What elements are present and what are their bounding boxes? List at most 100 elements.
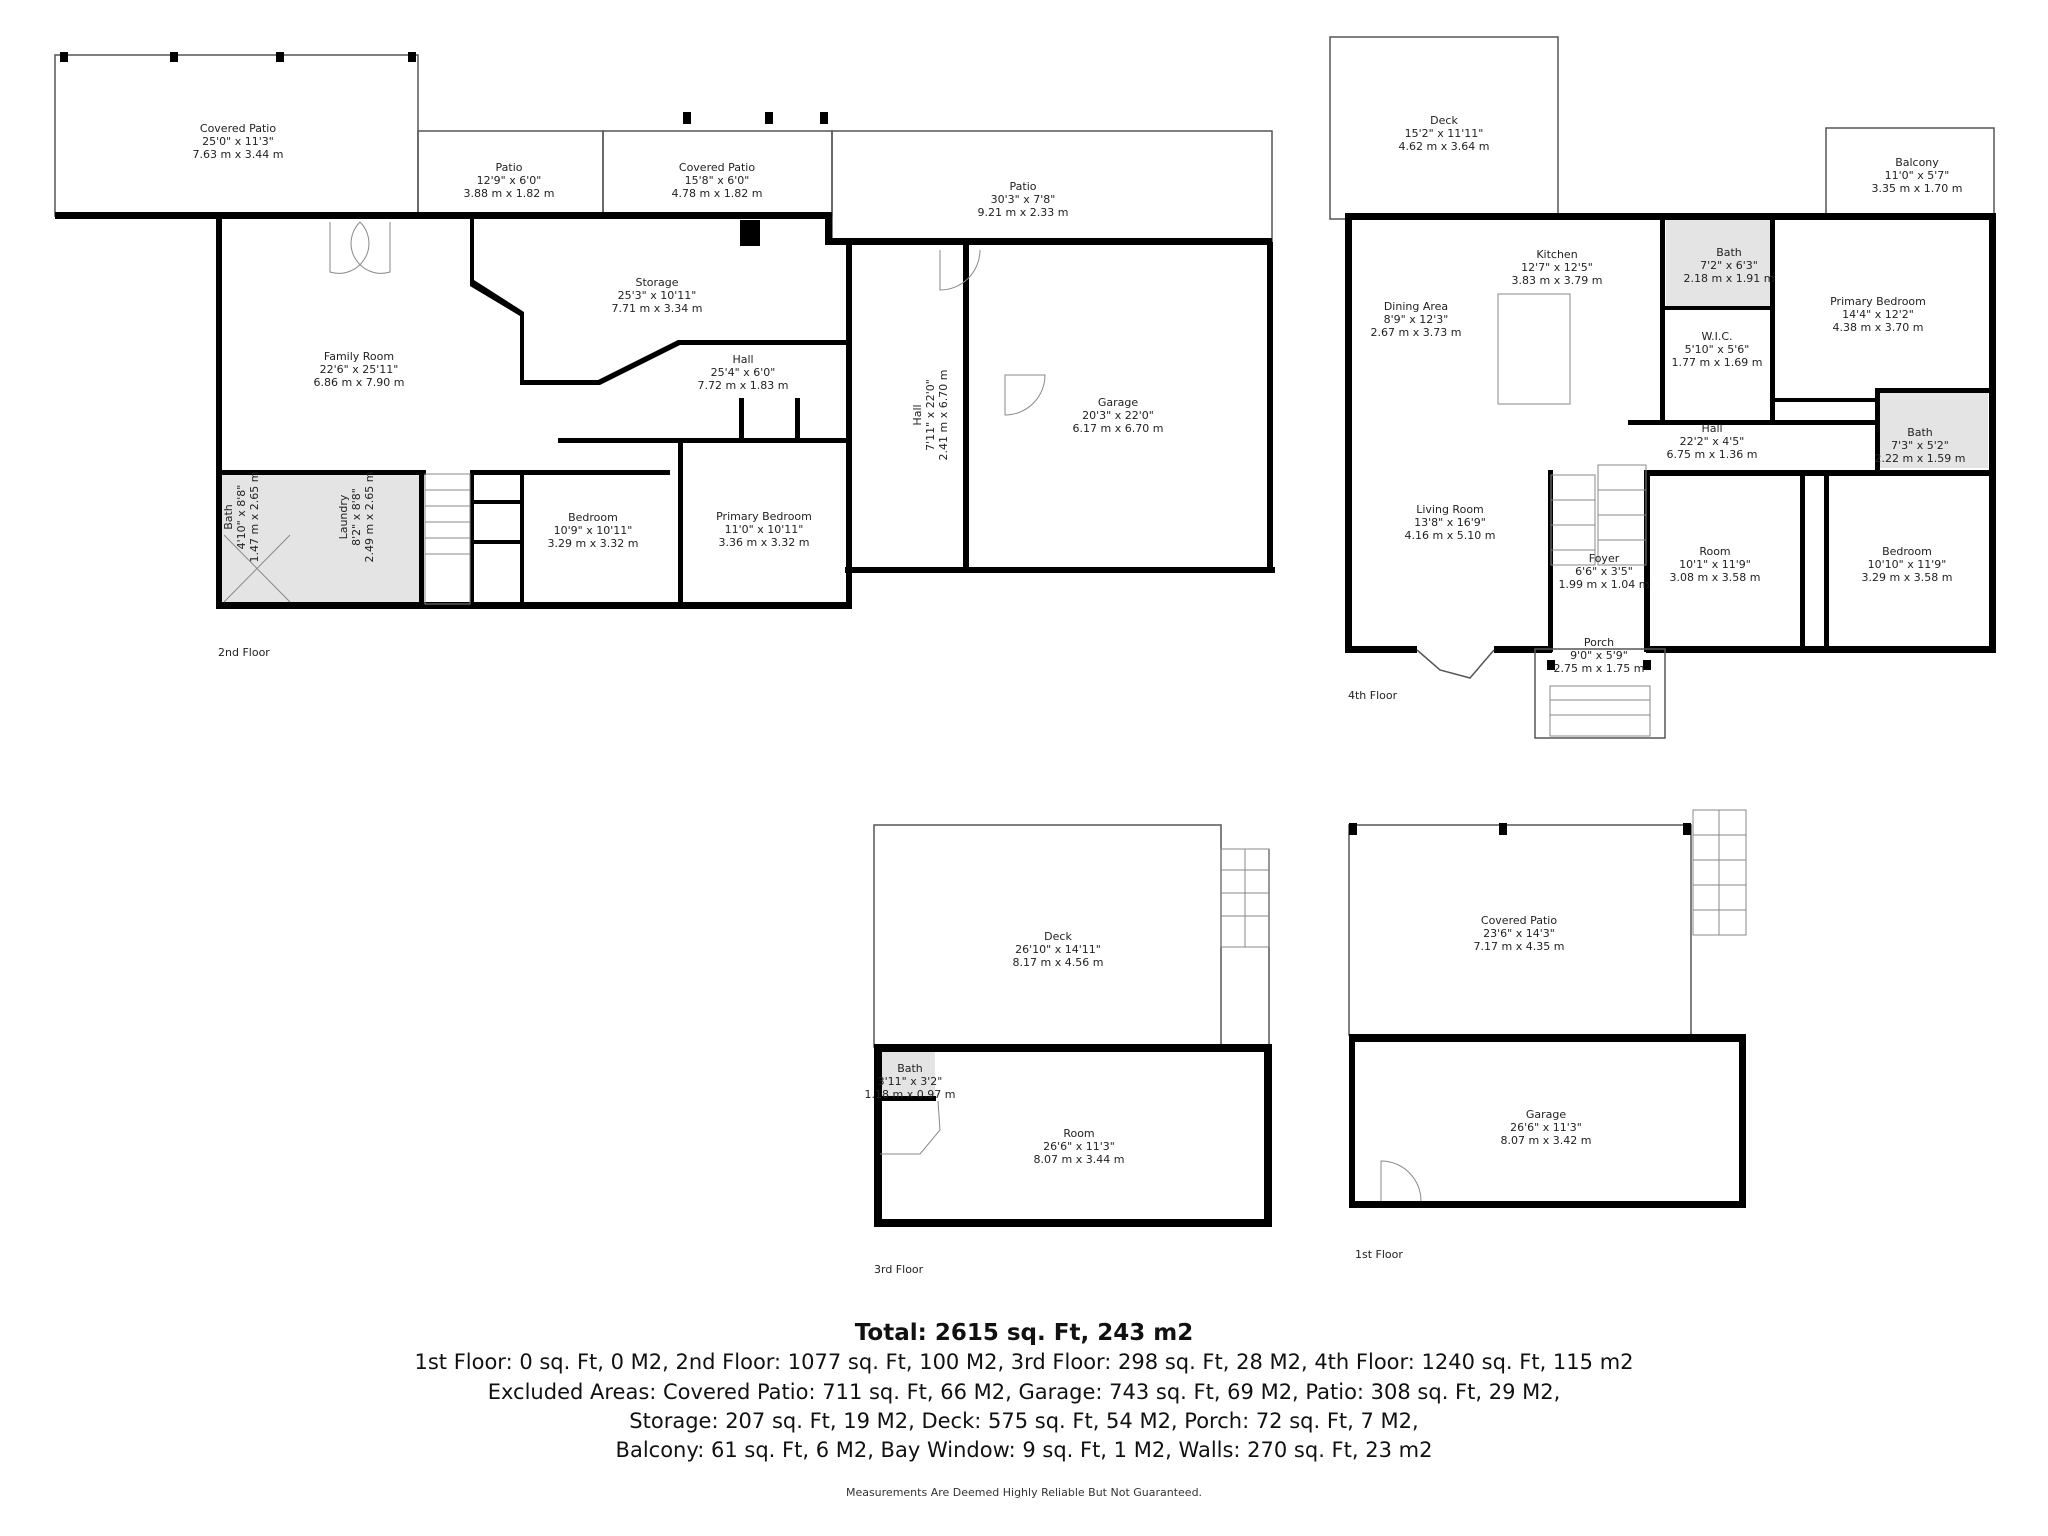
room-dimensions-imperial: 30'3" x 7'8" bbox=[991, 193, 1056, 206]
floor-label: 3rd Floor bbox=[874, 1263, 924, 1276]
room-dimensions-imperial: 26'6" x 11'3" bbox=[1043, 1140, 1115, 1153]
room-label: Laundry8'2" x 8'8"2.49 m x 2.65 m bbox=[337, 472, 376, 563]
room-dimensions-metric: 7.63 m x 3.44 m bbox=[193, 148, 284, 161]
room-name: Garage bbox=[1526, 1108, 1567, 1121]
room-dimensions-metric: 8.07 m x 3.44 m bbox=[1034, 1153, 1125, 1166]
room-dimensions-imperial: 7'2" x 6'3" bbox=[1700, 259, 1758, 272]
room-name: Covered Patio bbox=[1481, 914, 1557, 927]
room-dimensions-metric: 4.38 m x 3.70 m bbox=[1833, 321, 1924, 334]
room-name: Balcony bbox=[1895, 156, 1939, 169]
room-name: Bedroom bbox=[568, 511, 618, 524]
room-name: Dining Area bbox=[1384, 300, 1448, 313]
room-dimensions-imperial: 5'10" x 5'6" bbox=[1685, 343, 1750, 356]
room-dimensions-imperial: 25'3" x 10'11" bbox=[618, 289, 697, 302]
room-name: Family Room bbox=[324, 350, 394, 363]
room-dimensions-metric: 9.21 m x 2.33 m bbox=[978, 206, 1069, 219]
floor-2nd bbox=[54, 52, 1275, 609]
room-dimensions-metric: 3.29 m x 3.32 m bbox=[548, 537, 639, 550]
floor-label: 1st Floor bbox=[1355, 1248, 1403, 1261]
room-name: Kitchen bbox=[1536, 248, 1577, 261]
room-dimensions-metric: 3.83 m x 3.79 m bbox=[1512, 274, 1603, 287]
room-label: Hall7'11" x 22'0"2.41 m x 6.70 m bbox=[911, 370, 950, 461]
room-dimensions-metric: 2.18 m x 1.91 m bbox=[1684, 272, 1775, 285]
room-dimensions-imperial: 26'6" x 11'3" bbox=[1510, 1121, 1582, 1134]
room-dimensions-imperial: 3'11" x 3'2" bbox=[878, 1075, 943, 1088]
room-dimensions-metric: 2.49 m x 2.65 m bbox=[363, 472, 376, 563]
floor-1st bbox=[1348, 809, 1747, 1208]
room-dimensions-metric: 3.88 m x 1.82 m bbox=[464, 187, 555, 200]
room-name: Porch bbox=[1584, 636, 1614, 649]
room-name: Hall bbox=[732, 353, 753, 366]
room-name: Laundry bbox=[337, 494, 350, 539]
room-dimensions-imperial: 9'0" x 5'9" bbox=[1570, 649, 1628, 662]
room-dimensions-imperial: 13'8" x 16'9" bbox=[1414, 516, 1486, 529]
area-breakdown-line: Storage: 207 sq. Ft, 19 M2, Deck: 575 sq… bbox=[629, 1409, 1419, 1433]
room-dimensions-imperial: 23'6" x 14'3" bbox=[1483, 927, 1555, 940]
room-dimensions-imperial: 20'3" x 22'0" bbox=[1082, 409, 1154, 422]
room-name: Bedroom bbox=[1882, 545, 1932, 558]
room-dimensions-imperial: 10'10" x 11'9" bbox=[1868, 558, 1947, 571]
floor-label: 2nd Floor bbox=[218, 646, 270, 659]
room-dimensions-metric: 8.17 m x 4.56 m bbox=[1013, 956, 1104, 969]
room-name: Bath bbox=[1716, 246, 1742, 259]
room-dimensions-metric: 2.67 m x 3.73 m bbox=[1371, 326, 1462, 339]
room-dimensions-imperial: 12'9" x 6'0" bbox=[477, 174, 542, 187]
room-dimensions-metric: 7.17 m x 4.35 m bbox=[1474, 940, 1565, 953]
area-breakdown-line: Balcony: 61 sq. Ft, 6 M2, Bay Window: 9 … bbox=[615, 1438, 1433, 1462]
room-dimensions-metric: 2.41 m x 6.70 m bbox=[937, 370, 950, 461]
room-name: Garage bbox=[1098, 396, 1139, 409]
room-name: Patio bbox=[496, 161, 523, 174]
room-name: Foyer bbox=[1589, 552, 1620, 565]
room-name: Bath bbox=[1907, 426, 1933, 439]
room-dimensions-metric: 1.99 m x 1.04 m bbox=[1559, 578, 1650, 591]
room-dimensions-metric: 6.86 m x 7.90 m bbox=[314, 376, 405, 389]
room-dimensions-metric: 1.18 m x 0.97 m bbox=[865, 1088, 956, 1101]
room-name: Deck bbox=[1044, 930, 1072, 943]
floor-3rd bbox=[873, 824, 1272, 1227]
room-dimensions-metric: 7.71 m x 3.34 m bbox=[612, 302, 703, 315]
room-dimensions-metric: 4.62 m x 3.64 m bbox=[1399, 140, 1490, 153]
room-name: W.I.C. bbox=[1701, 330, 1732, 343]
room-dimensions-metric: 2.22 m x 1.59 m bbox=[1875, 452, 1966, 465]
room-label: W.I.C.5'10" x 5'6"1.77 m x 1.69 m bbox=[1672, 330, 1763, 369]
room-dimensions-imperial: 25'4" x 6'0" bbox=[711, 366, 776, 379]
room-name: Primary Bedroom bbox=[1830, 295, 1926, 308]
room-label: Bath4'10" x 8'8"1.47 m x 2.65 m bbox=[222, 472, 261, 563]
room-dimensions-metric: 3.35 m x 1.70 m bbox=[1872, 182, 1963, 195]
disclaimer: Measurements Are Deemed Highly Reliable … bbox=[845, 1486, 1203, 1499]
room-dimensions-imperial: 14'4" x 12'2" bbox=[1842, 308, 1914, 321]
total-area: Total: 2615 sq. Ft, 243 m2 bbox=[854, 1320, 1194, 1346]
room-dimensions-imperial: 8'9" x 12'3" bbox=[1384, 313, 1449, 326]
room-name: Covered Patio bbox=[679, 161, 755, 174]
room-dimensions-imperial: 11'0" x 10'11" bbox=[725, 523, 804, 536]
room-name: Room bbox=[1699, 545, 1730, 558]
room-dimensions-imperial: 10'9" x 10'11" bbox=[554, 524, 633, 537]
area-breakdown-line: 1st Floor: 0 sq. Ft, 0 M2, 2nd Floor: 10… bbox=[414, 1350, 1634, 1374]
room-dimensions-metric: 4.78 m x 1.82 m bbox=[672, 187, 763, 200]
room-dimensions-imperial: 4'10" x 8'8" bbox=[235, 485, 248, 550]
room-dimensions-metric: 1.77 m x 1.69 m bbox=[1672, 356, 1763, 369]
room-dimensions-imperial: 7'11" x 22'0" bbox=[924, 379, 937, 451]
room-name: Patio bbox=[1010, 180, 1037, 193]
room-name: Primary Bedroom bbox=[716, 510, 812, 523]
room-dimensions-metric: 6.17 m x 6.70 m bbox=[1073, 422, 1164, 435]
room-name: Bath bbox=[897, 1062, 923, 1075]
room-dimensions-imperial: 12'7" x 12'5" bbox=[1521, 261, 1593, 274]
